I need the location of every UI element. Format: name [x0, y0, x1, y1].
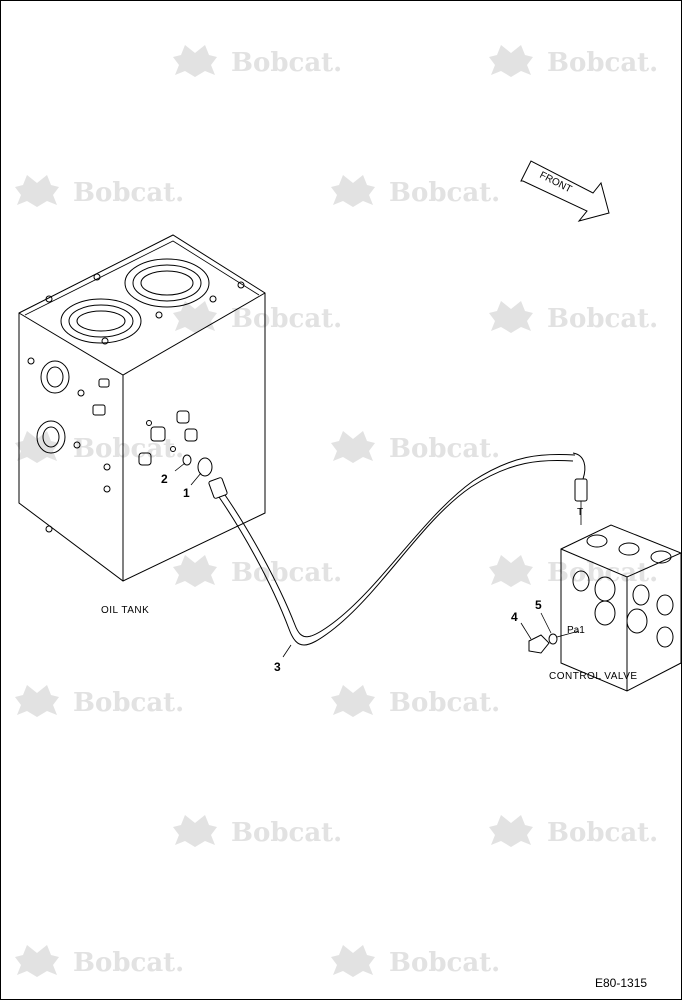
- bobcat-logo-icon: [15, 175, 59, 207]
- front-arrow: FRONT: [520, 160, 610, 222]
- bobcat-watermark-text: Bobcat.: [547, 818, 658, 848]
- bobcat-watermark: Bobcat.: [331, 431, 500, 464]
- bobcat-logo-icon: [173, 45, 217, 77]
- bobcat-watermark-text: Bobcat.: [73, 178, 184, 208]
- control-valve-drawing: [528, 501, 681, 692]
- part-label-5: 5: [535, 598, 542, 612]
- port-label-pa1: Pa1: [567, 625, 585, 636]
- bobcat-watermark: Bobcat.: [15, 175, 184, 208]
- bobcat-watermark-text: Bobcat.: [231, 304, 342, 334]
- bobcat-logo-icon: [489, 555, 533, 587]
- bobcat-logo-icon: [15, 431, 59, 463]
- bobcat-logo-icon: [15, 945, 59, 977]
- bobcat-watermark: Bobcat.: [173, 555, 342, 588]
- bobcat-watermark-text: Bobcat.: [547, 558, 658, 588]
- bobcat-watermark-text: Bobcat.: [231, 48, 342, 78]
- bobcat-watermark: Bobcat.: [331, 175, 500, 208]
- bobcat-logo-icon: [489, 45, 533, 77]
- oil-tank-drawing: [18, 234, 266, 582]
- bobcat-logo-icon: [331, 175, 375, 207]
- bobcat-watermark: Bobcat.: [173, 301, 342, 334]
- bobcat-watermark-text: Bobcat.: [547, 48, 658, 78]
- bobcat-watermark: Bobcat.: [173, 45, 342, 78]
- bobcat-logo-icon: [489, 301, 533, 333]
- control-valve-label: CONTROL VALVE: [549, 671, 638, 682]
- bobcat-watermark: Bobcat.: [15, 685, 184, 718]
- bobcat-watermark-text: Bobcat.: [231, 818, 342, 848]
- bobcat-watermark-text: Bobcat.: [389, 178, 500, 208]
- bobcat-watermark: Bobcat.: [489, 301, 658, 334]
- bobcat-watermark-text: Bobcat.: [389, 948, 500, 978]
- oil-tank-label: OIL TANK: [101, 605, 149, 616]
- bobcat-watermark-text: Bobcat.: [547, 304, 658, 334]
- bobcat-watermark-text: Bobcat.: [389, 434, 500, 464]
- bobcat-watermark: Bobcat.: [489, 45, 658, 78]
- bobcat-watermark: Bobcat.: [173, 815, 342, 848]
- bobcat-watermark: Bobcat.: [489, 815, 658, 848]
- bobcat-watermark-text: Bobcat.: [389, 688, 500, 718]
- leader-lines: [174, 462, 552, 658]
- bobcat-logo-icon: [173, 301, 217, 333]
- bobcat-watermark: Bobcat.: [331, 945, 500, 978]
- document-id: E80-1315: [595, 976, 647, 990]
- bobcat-logo-icon: [331, 945, 375, 977]
- hose-assembly: [218, 452, 588, 646]
- bobcat-logo-icon: [173, 815, 217, 847]
- bobcat-watermark-text: Bobcat.: [231, 558, 342, 588]
- bobcat-logo-icon: [331, 685, 375, 717]
- bobcat-watermark: Bobcat.: [15, 945, 184, 978]
- part-label-4: 4: [511, 610, 518, 624]
- part-label-1: 1: [183, 486, 190, 500]
- bobcat-watermark: Bobcat.: [489, 555, 658, 588]
- port-label-t: T: [577, 507, 583, 518]
- bobcat-watermark-text: Bobcat.: [73, 434, 184, 464]
- bobcat-watermark: Bobcat.: [331, 685, 500, 718]
- watermark-layer: Bobcat. Bobcat. Bobcat. Bobcat. Bobcat. Bobca…: [15, 45, 658, 978]
- bobcat-logo-icon: [331, 431, 375, 463]
- bobcat-logo-icon: [15, 685, 59, 717]
- part-label-2: 2: [161, 472, 168, 486]
- bobcat-watermark: Bobcat.: [15, 431, 184, 464]
- bobcat-logo-icon: [173, 555, 217, 587]
- bobcat-watermark-text: Bobcat.: [73, 948, 184, 978]
- part-label-3: 3: [274, 660, 281, 674]
- bobcat-watermark-text: Bobcat.: [73, 688, 184, 718]
- bobcat-logo-icon: [489, 815, 533, 847]
